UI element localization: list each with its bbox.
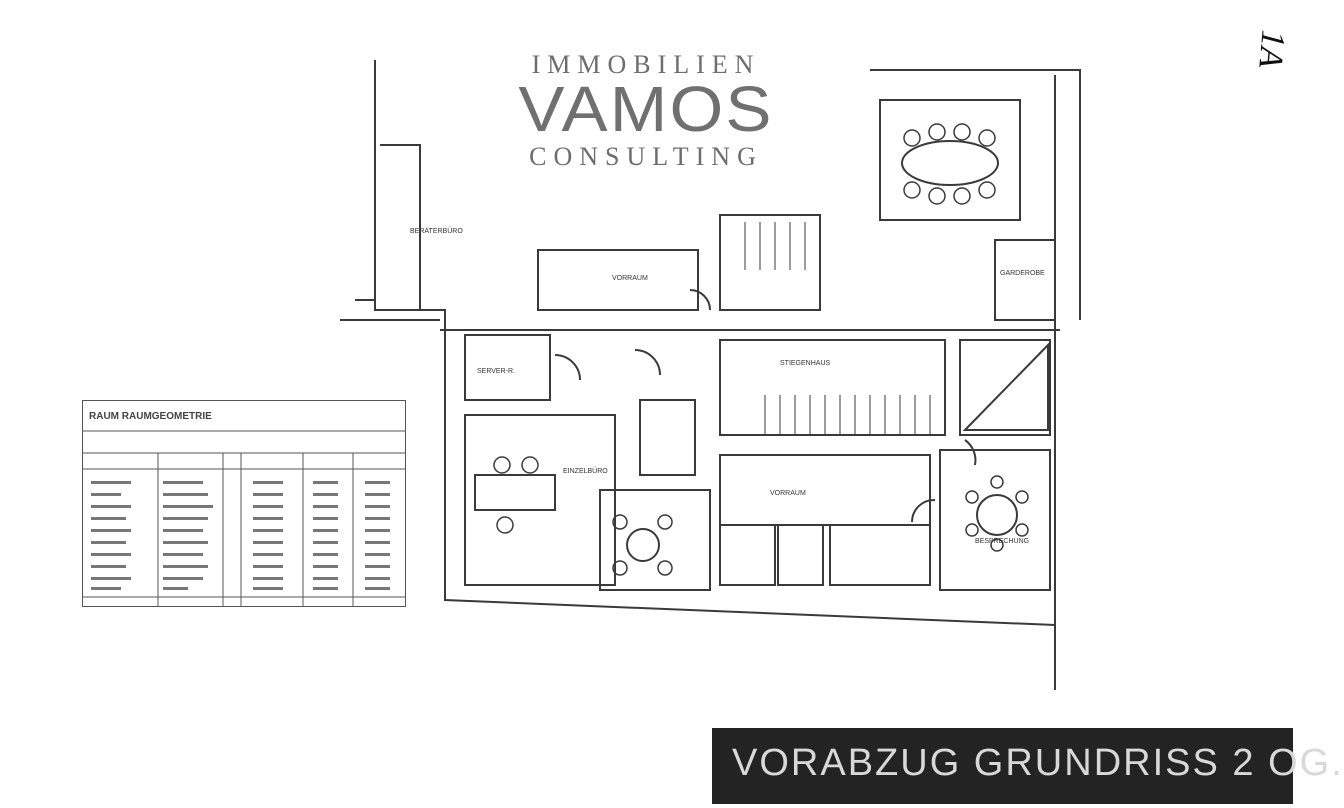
room-label-vorraum-2: VORRAUM (770, 490, 806, 497)
logo-line-vamos: VAMOS (518, 73, 774, 145)
room-label-vorraum: VORRAUM (612, 275, 648, 282)
logo-line-consulting: CONSULTING (529, 142, 763, 171)
room-label-besprechung: BESPRECHUNG (975, 538, 1030, 545)
handwritten-note: 1A (1251, 28, 1292, 70)
logo-line-immobilien: IMMOBILIEN (531, 50, 761, 79)
company-logo: IMMOBILIEN VAMOS CONSULTING (422, 42, 870, 214)
floor-plan-drawing (340, 60, 1081, 690)
floorplan-title-banner: VORABZUG GRUNDRISS 2 OG. (712, 728, 1342, 804)
room-label-server: SERVER-R. (477, 368, 515, 375)
room-label-garderobe: GARDEROBE (1000, 270, 1045, 277)
room-label-einzelbuero: EINZELBÜRO (563, 468, 608, 475)
room-label-stiegenhaus: STIEGENHAUS (780, 360, 831, 367)
table-title: RAUM RAUMGEOMETRIE (89, 411, 212, 422)
banner-text: VORABZUG GRUNDRISS 2 OG. (732, 742, 1344, 784)
room-geometry-table: RAUM RAUMGEOMETRIE (82, 400, 406, 607)
room-label-beraterbuero: BERATERBÜRO (410, 228, 463, 235)
table-grid (83, 430, 405, 606)
